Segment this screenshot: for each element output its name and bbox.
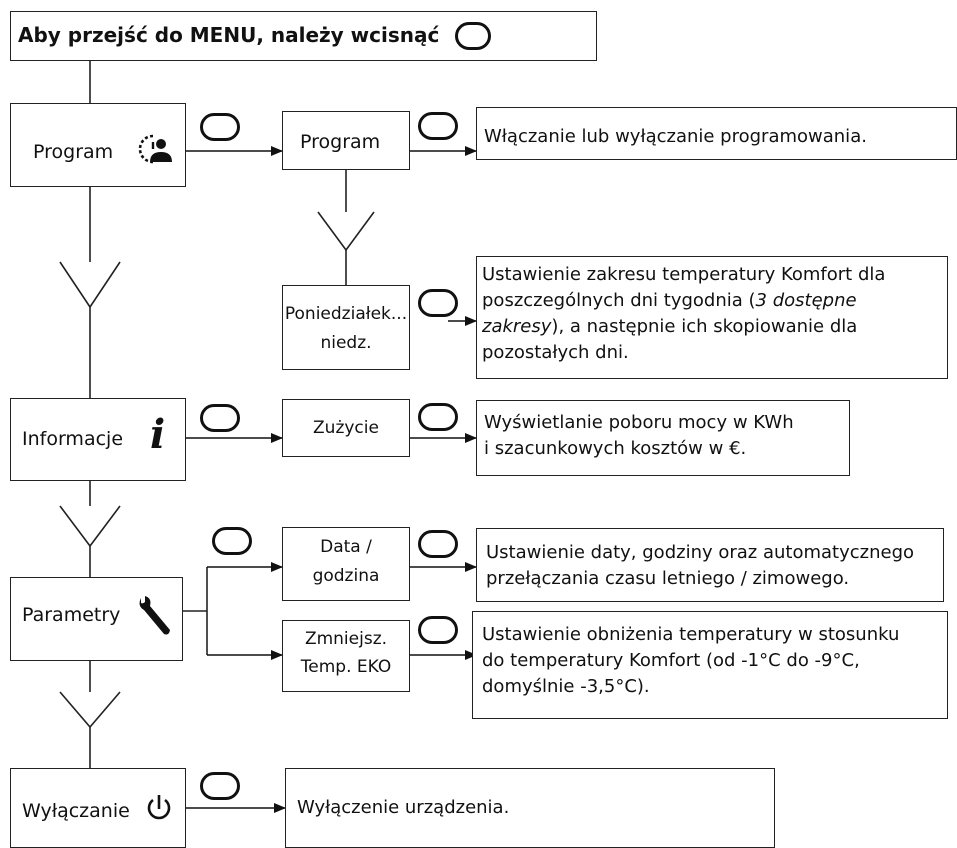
wylaczanie-desc-box [285,768,775,848]
informacje-menu-box [10,398,186,481]
program-desc-box [476,107,957,160]
wylaczanie-label: Wyłączanie [22,800,130,822]
oval-button-icon [418,616,458,644]
program-sub-label: Program [300,131,381,153]
data-godzina-desc-box [476,528,944,602]
eko-desc-line-3: domyślnie -3,5°C). [482,676,650,697]
program-menu-box [10,103,186,187]
days-desc: Ustawienie zakresu temperatury Komfort d… [482,262,942,366]
zuzycie-desc-line-2: i szacunkowych kosztów w €. [484,438,747,459]
data-godzina-label-2: godzina [312,566,380,586]
days-desc-line-1: Ustawienie zakresu temperatury Komfort d… [482,264,886,285]
data-godzina-label-1: Data / [320,537,372,557]
data-godzina-box [282,527,410,601]
zuzycie-label: Zużycie [313,418,379,438]
eko-label-2: Temp. EKO [300,657,392,677]
days-desc-box [476,256,948,379]
eko-box [282,620,410,692]
oval-button-icon [200,404,240,432]
zuzycie-box [282,399,410,457]
data-godzina-desc-line-2: przełączania czasu letniego / zimowego. [486,568,850,589]
eko-desc-box [472,611,948,719]
oval-button-icon [200,113,240,141]
informacje-label: Informacje [22,428,124,450]
program-sub-box [282,111,410,170]
zuzycie-desc-box [476,400,850,476]
days-label-1: Poniedziałek... [284,304,408,324]
data-godzina-desc: Ustawienie daty, godziny oraz automatycz… [486,540,914,592]
zuzycie-desc-line-1: Wyświetlanie poboru mocy w KWh [484,412,794,433]
power-icon [147,795,171,820]
oval-button-icon [418,289,458,317]
days-desc-line-3: zakresy), a następnie ich skopiowanie dl… [482,316,858,337]
days-label-2: niedz. [320,333,372,353]
oval-button-icon [455,22,491,50]
oval-button-icon [200,772,240,800]
clock-person-icon [138,134,172,164]
program-desc: Włączanie lub wyłączanie programowania. [484,126,867,147]
menu-header-box [10,11,597,61]
eko-label-1: Zmniejsz. [304,629,388,649]
days-desc-line-4: pozostałych dni. [482,342,629,363]
parametry-label: Parametry [22,604,121,626]
wylaczanie-desc: Wyłączenie urządzenia. [297,797,510,818]
eko-desc: Ustawienie obniżenia temperatury w stosu… [482,622,899,700]
eko-desc-line-1: Ustawienie obniżenia temperatury w stosu… [482,624,900,645]
wylaczanie-menu-box [10,768,186,848]
data-godzina-desc-line-1: Ustawienie daty, godziny oraz automatycz… [486,542,915,563]
zuzycie-desc: Wyświetlanie poboru mocy w KWh i szacunk… [484,410,794,462]
oval-button-icon [418,112,458,140]
days-box [282,285,410,370]
oval-button-icon [418,403,458,431]
days-desc-line-2: poszczególnych dni tygodnia (3 dostępne [482,290,857,311]
menu-header-title: Aby przejść do MENU, należy wcisnąć [18,23,440,47]
oval-button-icon [418,530,458,558]
wrench-icon [139,596,170,635]
eko-desc-line-2: do temperatury Komfort (od -1°C do -9°C, [482,650,860,671]
info-icon: i [150,411,166,458]
oval-button-icon [212,527,252,555]
program-label: Program [33,141,114,163]
